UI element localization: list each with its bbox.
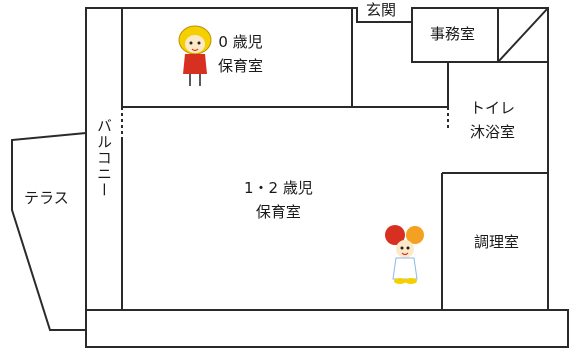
room-label-infant-0-line1: 0 歳児 — [218, 33, 263, 51]
office-diagonal — [497, 7, 549, 63]
terrace-outline — [11, 132, 87, 331]
infant-room-wall — [121, 8, 353, 108]
room-label-1-2: 1・2 歳児 保育室 — [244, 176, 313, 224]
outer-wall — [85, 7, 569, 348]
room-label-toilet-line1: トイレ — [470, 99, 516, 117]
room-label-balcony: バルコニー — [95, 118, 113, 198]
room-label-entrance: 玄関 — [366, 1, 397, 19]
room-label-terrace: テラス — [24, 189, 69, 207]
room-label-office: 事務室 — [430, 25, 476, 43]
room-label-infant-0: 0 歳児 保育室 — [218, 30, 263, 78]
room-label-kitchen: 調理室 — [474, 233, 520, 251]
room-label-1-2-line2: 保育室 — [255, 203, 301, 221]
room-label-1-2-line1: 1・2 歳児 — [244, 179, 313, 197]
room-label-toilet: トイレ 沐浴室 — [470, 96, 515, 144]
room-label-toilet-line2: 沐浴室 — [470, 123, 516, 141]
room-label-infant-0-line2: 保育室 — [218, 57, 264, 75]
boy-mascot-icon — [385, 225, 424, 284]
girl-mascot-icon — [178, 25, 212, 86]
